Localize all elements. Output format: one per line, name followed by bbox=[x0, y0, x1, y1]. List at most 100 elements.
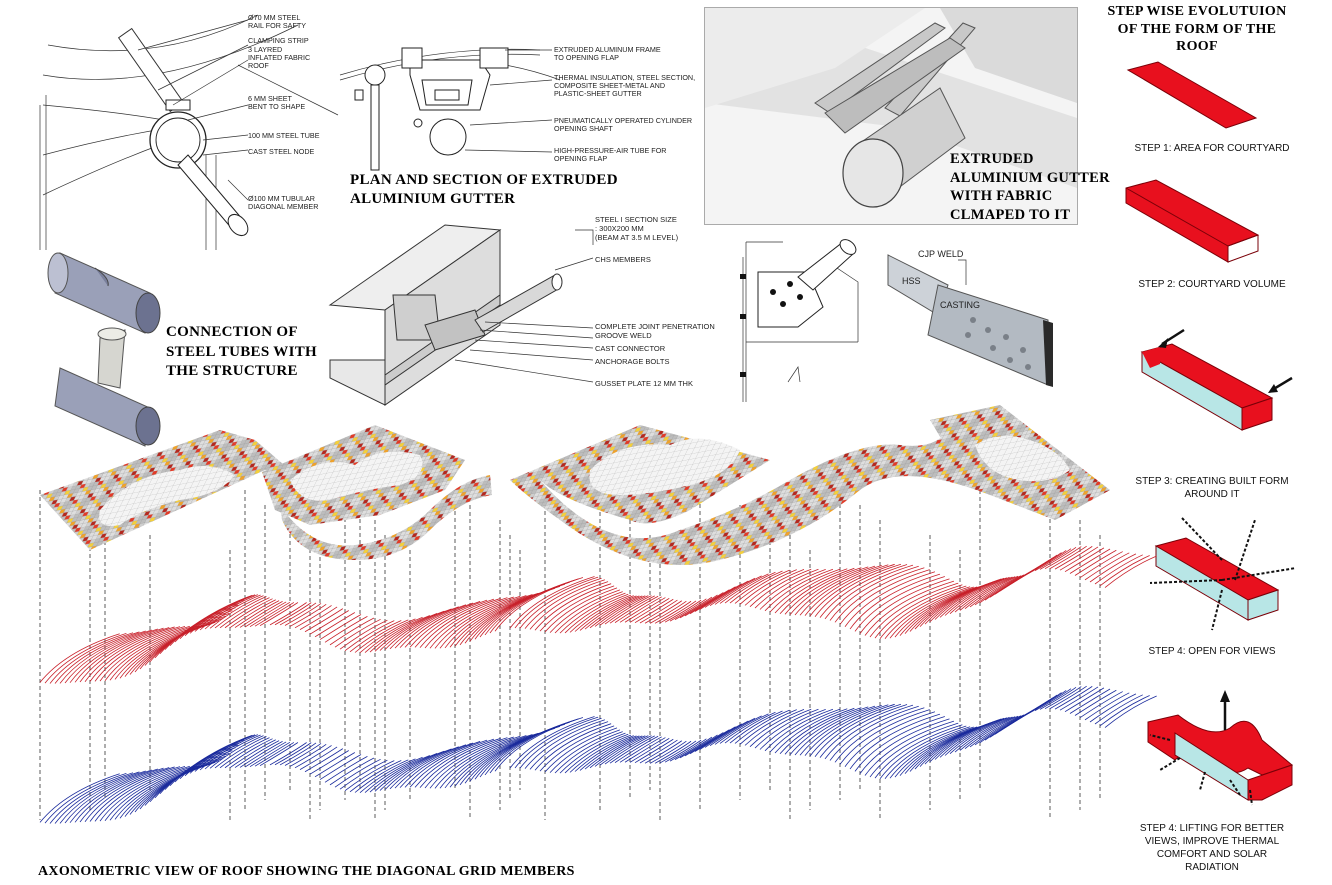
red-member bbox=[784, 567, 862, 615]
node-detail-drawing bbox=[39, 14, 339, 250]
blue-member bbox=[1034, 688, 1072, 711]
blue-member bbox=[759, 708, 826, 750]
gutter-label-1: EXTRUDED ALUMINUM FRAME bbox=[554, 45, 661, 54]
blue-member bbox=[689, 729, 730, 755]
red-member bbox=[509, 576, 595, 629]
red-member bbox=[884, 586, 971, 639]
blue-member bbox=[1089, 693, 1137, 723]
node-label-5: INFLATED FABRIC bbox=[248, 53, 311, 62]
red-member bbox=[1084, 552, 1130, 581]
blue-member bbox=[309, 750, 349, 775]
red-member bbox=[809, 563, 895, 617]
red-member bbox=[289, 604, 327, 627]
gutter-label-7: OPENING SHAFT bbox=[554, 124, 613, 133]
red-member bbox=[274, 602, 312, 626]
red-member bbox=[844, 571, 936, 627]
node-label-6: ROOF bbox=[248, 61, 269, 70]
gutter-render-box bbox=[704, 7, 1078, 225]
blue-member bbox=[819, 704, 908, 758]
red-member bbox=[824, 564, 914, 620]
blue-member bbox=[89, 766, 181, 822]
node-label-7: 6 MM SHEET bbox=[248, 94, 292, 103]
blue-member bbox=[784, 707, 862, 755]
red-member bbox=[54, 631, 140, 684]
step1-form bbox=[1126, 61, 1258, 129]
red-member bbox=[104, 625, 195, 682]
red-member bbox=[1049, 545, 1087, 569]
blue-member bbox=[659, 740, 697, 764]
red-member bbox=[424, 597, 508, 649]
blue-member bbox=[664, 739, 702, 763]
axonometric-title: AXONOMETRIC VIEW OF ROOF SHOWING THE DIA… bbox=[38, 864, 575, 879]
red-member bbox=[494, 577, 584, 632]
blue-member bbox=[649, 740, 687, 764]
axonometric-roof bbox=[39, 405, 1157, 824]
red-member bbox=[254, 602, 295, 627]
blue-member bbox=[64, 769, 152, 824]
red-member bbox=[94, 625, 186, 682]
blue-member bbox=[59, 770, 146, 824]
blue-member bbox=[634, 738, 674, 763]
blue-grid-members bbox=[39, 685, 1157, 824]
red-member bbox=[414, 598, 495, 648]
red-member bbox=[734, 569, 790, 604]
blue-member bbox=[334, 758, 381, 788]
blue-member bbox=[799, 704, 882, 756]
gutter-section-detail: EXTRUDED ALUMINUM FRAME TO OPENING FLAP … bbox=[339, 20, 700, 171]
red-member bbox=[804, 564, 889, 616]
red-member bbox=[359, 618, 416, 654]
blue-member bbox=[109, 765, 200, 821]
node-label-11: Ø100 MM TUBULAR bbox=[248, 194, 315, 203]
red-member bbox=[329, 617, 375, 646]
red-member bbox=[529, 581, 609, 630]
red-member bbox=[1039, 547, 1077, 570]
blue-member bbox=[639, 739, 678, 764]
red-member bbox=[1059, 546, 1099, 571]
blue-member bbox=[1084, 692, 1130, 721]
red-member bbox=[84, 626, 175, 682]
beam-label-9: GUSSET PLATE 12 MM THK bbox=[595, 379, 693, 388]
gutter-label-3: THERMAL INSULATION, STEEL SECTION, bbox=[554, 73, 696, 82]
blue-member bbox=[1074, 689, 1117, 716]
red-member bbox=[524, 579, 605, 629]
red-member bbox=[644, 600, 683, 624]
blue-member bbox=[614, 735, 659, 763]
blue-member bbox=[1104, 695, 1157, 728]
blue-member bbox=[1044, 686, 1082, 710]
red-member bbox=[894, 586, 978, 638]
red-member bbox=[1104, 555, 1157, 588]
red-member bbox=[309, 610, 349, 635]
red-member bbox=[729, 570, 783, 604]
red-member bbox=[219, 597, 270, 629]
blue-member bbox=[754, 708, 819, 749]
red-member bbox=[1079, 551, 1123, 579]
blue-member bbox=[524, 719, 605, 769]
beam-label-1: STEEL I SECTION SIZE bbox=[595, 215, 677, 224]
red-member bbox=[1044, 546, 1082, 570]
blue-member bbox=[284, 743, 322, 766]
red-member bbox=[634, 598, 674, 623]
red-member bbox=[749, 568, 812, 607]
red-member bbox=[49, 632, 134, 684]
red-member bbox=[389, 606, 459, 650]
blue-member bbox=[449, 732, 539, 788]
blue-member bbox=[54, 771, 140, 824]
blue-member bbox=[804, 704, 889, 756]
blue-member bbox=[969, 715, 1022, 748]
red-member bbox=[384, 608, 452, 650]
blue-member bbox=[39, 773, 120, 823]
blue-member bbox=[279, 742, 317, 766]
blue-member bbox=[84, 766, 175, 822]
blue-member bbox=[274, 742, 312, 766]
red-member bbox=[239, 601, 283, 628]
blue-member bbox=[239, 741, 283, 768]
red-member bbox=[639, 599, 678, 624]
node-detail: Ø70 MM STEEL RAIL FOR SAFTY CLAMPING STR… bbox=[38, 5, 339, 250]
red-member bbox=[739, 569, 797, 605]
plan-section-title: PLAN AND SECTION OF EXTRUDED ALUMINIUM G… bbox=[350, 172, 618, 207]
blue-member bbox=[1054, 686, 1093, 710]
blue-member bbox=[1049, 685, 1087, 709]
red-member bbox=[1054, 546, 1093, 570]
blue-member bbox=[419, 737, 501, 788]
ibeam-connection-detail: STEEL I SECTION SIZE : 300X200 MM (BEAM … bbox=[325, 210, 745, 410]
